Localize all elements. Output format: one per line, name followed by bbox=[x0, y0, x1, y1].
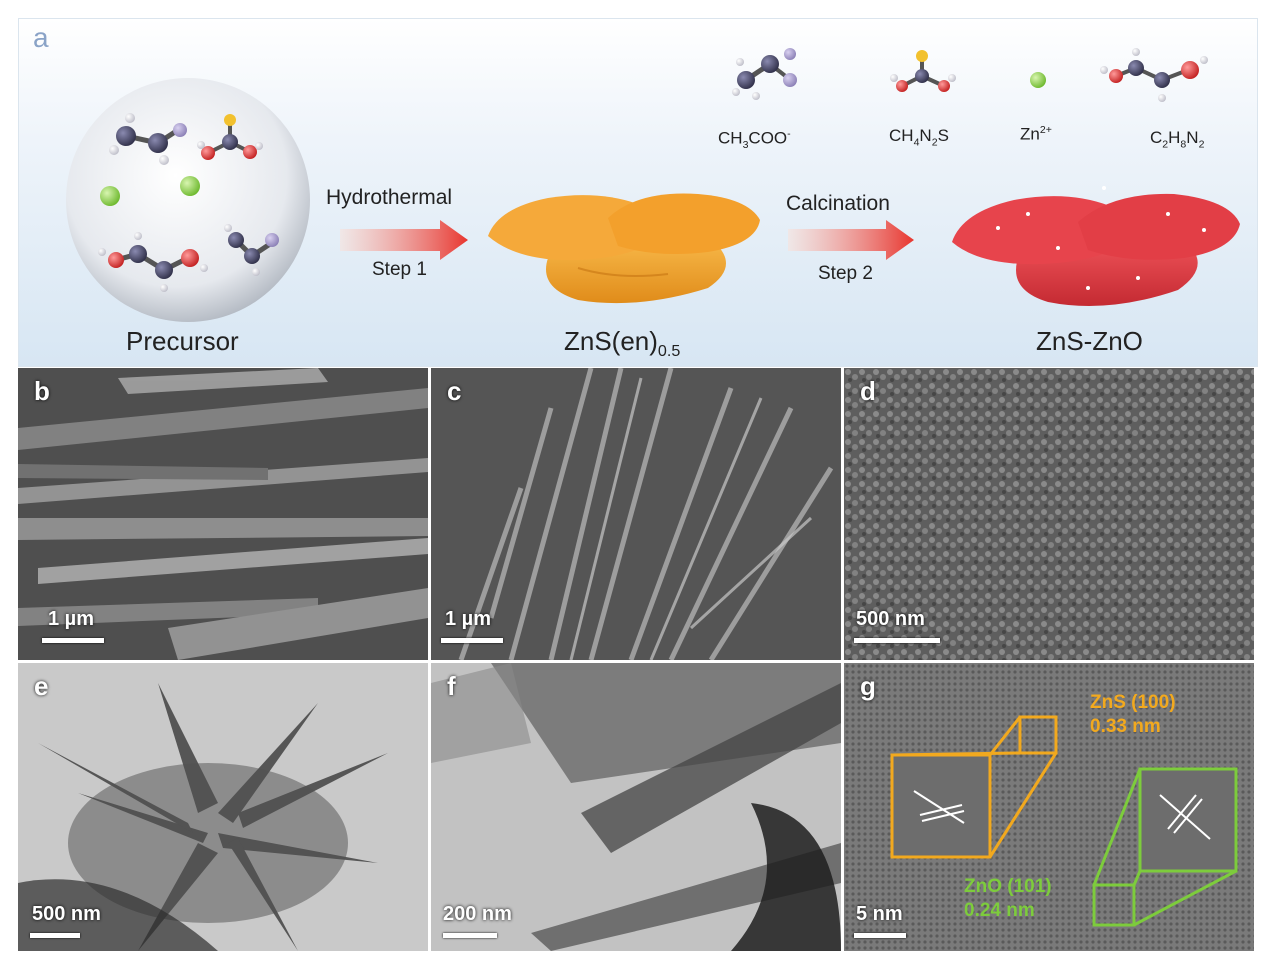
legend-zinc-label: Zn2+ bbox=[1020, 124, 1052, 144]
sem-sheets-texture bbox=[18, 368, 428, 660]
step2-label: Step 2 bbox=[818, 263, 873, 284]
scale-bar-label-e: 500 nm bbox=[32, 903, 101, 925]
intermediate-nanosheet-icon bbox=[488, 193, 760, 304]
sem-image-c: c 1 µm bbox=[431, 368, 841, 660]
scale-bar-g bbox=[854, 933, 906, 938]
scale-bar-label-c: 1 µm bbox=[445, 608, 491, 630]
scale-bar-c bbox=[441, 638, 503, 643]
step1-label: Step 1 bbox=[372, 259, 427, 280]
tem-image-f: f 200 nm bbox=[431, 663, 841, 951]
sem-particles-texture bbox=[844, 368, 1254, 660]
zinc-ion-icon bbox=[100, 186, 120, 206]
legend-acetate-label: CH3COO- bbox=[718, 128, 791, 152]
scale-bar-d bbox=[854, 638, 940, 643]
tem-flower-texture bbox=[18, 663, 428, 951]
legend-zinc-icon bbox=[1030, 72, 1046, 88]
acetate-molecule-icon bbox=[224, 224, 279, 276]
thiourea-molecule-icon bbox=[197, 114, 263, 160]
hrtem-image-g: g ZnS (100) 0.33 nm ZnO (101) 0.24 nm 5 … bbox=[844, 663, 1254, 951]
sem-fibers-texture bbox=[431, 368, 841, 660]
panel-letter-b: b bbox=[34, 376, 50, 406]
zns-plane-label: ZnS (100) 0.33 nm bbox=[1090, 692, 1176, 737]
scale-bar-label-f: 200 nm bbox=[443, 903, 512, 925]
panel-letter-e: e bbox=[34, 671, 49, 701]
hydrothermal-label: Hydrothermal bbox=[326, 186, 453, 209]
tem-sheet-texture bbox=[431, 663, 841, 951]
scale-bar-label-b: 1 µm bbox=[48, 608, 94, 630]
hydrothermal-arrow-icon bbox=[340, 220, 468, 260]
panel-letter-d: d bbox=[860, 376, 876, 406]
ethylenediamine-molecule-icon bbox=[98, 232, 208, 292]
scale-bar-label-g: 5 nm bbox=[856, 903, 903, 925]
scale-bar-e bbox=[30, 933, 80, 938]
zinc-ion-icon bbox=[180, 176, 200, 196]
intermediate-label: ZnS(en)0.5 bbox=[564, 326, 681, 361]
panel-letter-f: f bbox=[447, 671, 456, 701]
legend-acetate-icon bbox=[732, 48, 797, 100]
panel-letter-c: c bbox=[447, 376, 462, 406]
tem-image-e: e 500 nm bbox=[18, 663, 428, 951]
legend-thiourea-icon bbox=[890, 50, 956, 92]
synthesis-schematic bbox=[66, 48, 1240, 322]
panel-letter-a: a bbox=[33, 22, 49, 53]
product-nanosheet-icon bbox=[952, 186, 1240, 306]
zno-plane-label: ZnO (101) 0.24 nm bbox=[964, 876, 1052, 921]
sem-image-d: d 500 nm bbox=[844, 368, 1254, 660]
zns-zoom-inset bbox=[890, 715, 1058, 859]
hrtem-lattice bbox=[844, 663, 1254, 951]
scale-bar-f bbox=[443, 933, 497, 938]
precursor-label: Precursor bbox=[126, 326, 239, 356]
sem-image-b: b 1 µm bbox=[18, 368, 428, 660]
product-label: ZnS-ZnO bbox=[1036, 326, 1143, 356]
scale-bar-b bbox=[42, 638, 104, 643]
legend-ethylenediamine-icon bbox=[1100, 48, 1208, 102]
calcination-arrow-icon bbox=[788, 220, 914, 260]
panel-letter-g: g bbox=[860, 671, 876, 701]
scale-bar-label-d: 500 nm bbox=[856, 608, 925, 630]
acetate-molecule-icon bbox=[109, 113, 187, 165]
legend-thiourea-label: CH4N2S bbox=[889, 126, 949, 149]
legend-ethylenediamine-label: C2H8N2 bbox=[1150, 128, 1205, 151]
calcination-label: Calcination bbox=[786, 192, 890, 215]
